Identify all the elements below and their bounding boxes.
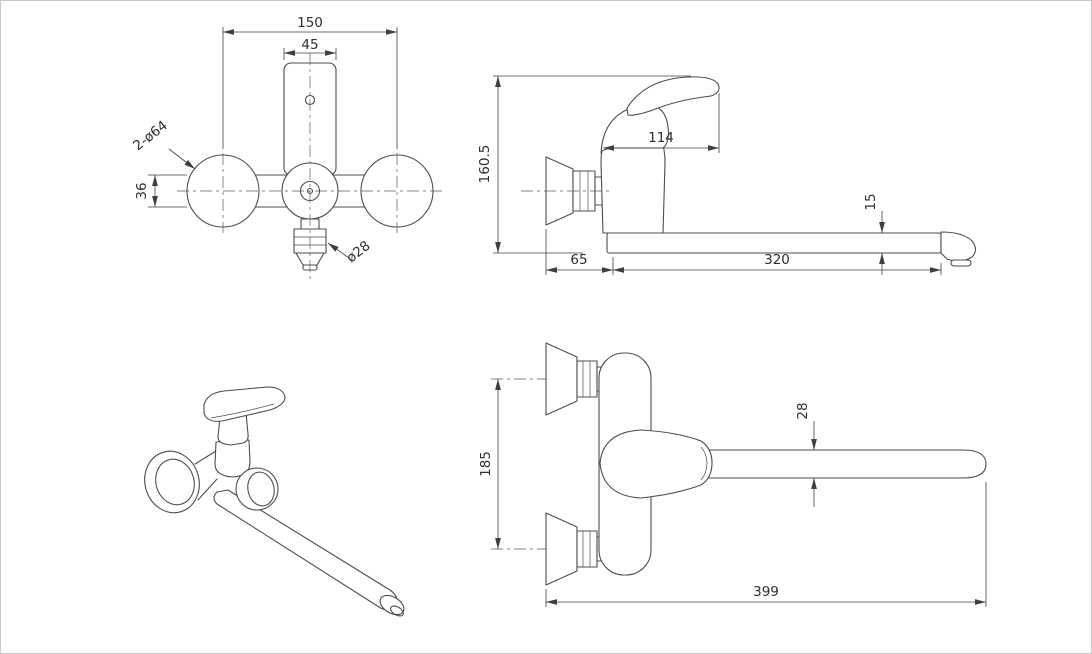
top-flange-upper — [545, 342, 578, 416]
isometric-view — [144, 386, 405, 617]
iso-diverter-inner — [247, 471, 275, 507]
leader-line — [327, 242, 350, 259]
side-nut-facets — [579, 171, 589, 211]
dim-label-320: 320 — [764, 252, 790, 268]
dim-label-15: 15 — [863, 193, 879, 210]
iso-body — [214, 439, 251, 478]
front-outlet-taper — [295, 252, 325, 266]
iso-spout-aerator — [390, 605, 404, 617]
top-spout — [650, 449, 987, 479]
dim-top-185: 185 — [478, 379, 501, 549]
side-spout-nozzle — [940, 231, 977, 262]
dim-top-28: 28 — [795, 402, 817, 507]
dim-label-185: 185 — [478, 451, 494, 477]
iso-spout — [213, 489, 398, 611]
iso-handle — [203, 386, 286, 422]
side-wall-flange — [545, 156, 574, 226]
top-handle — [599, 429, 713, 499]
dim-label-114: 114 — [648, 130, 674, 146]
iso-arm-line — [194, 450, 217, 465]
side-spout — [606, 232, 942, 254]
dim-label-150: 150 — [297, 15, 323, 31]
dim-side-320: 320 — [613, 252, 942, 275]
iso-arm-line — [197, 478, 218, 501]
dim-label-28: 28 — [795, 402, 811, 419]
iso-handle-edge — [210, 403, 275, 419]
top-nut-lower-facets — [582, 531, 591, 567]
callout-front-d28: ø28 — [327, 238, 374, 266]
dim-top-399: 399 — [545, 482, 987, 607]
dim-side-65: 65 — [545, 229, 614, 275]
dim-label-399: 399 — [753, 584, 779, 600]
front-centerlines — [177, 53, 445, 281]
front-view: 150 45 36 2-ø64 ø28 — [130, 15, 445, 281]
iso-neck — [217, 412, 249, 446]
leader-line — [168, 148, 196, 170]
dim-front-45: 45 — [283, 37, 337, 60]
dim-label-45: 45 — [301, 37, 318, 53]
dim-front-150: 150 — [222, 15, 398, 149]
top-nut-upper-facets — [582, 361, 591, 397]
side-handle-lever — [626, 76, 720, 116]
dim-front-36: 36 — [134, 174, 187, 208]
top-view: 185 28 399 — [478, 342, 987, 607]
dim-label-36: 36 — [134, 182, 150, 199]
iso-wall-flange-inner — [155, 458, 195, 506]
top-handle-edge — [700, 446, 708, 481]
side-spout-aerator — [950, 259, 972, 267]
top-flange-lower — [545, 512, 578, 586]
iso-wall-arm — [194, 450, 218, 501]
top-nut-lower — [576, 530, 598, 568]
dim-label-2xd64: 2-ø64 — [130, 118, 171, 155]
dim-side-160_5: 160.5 — [477, 75, 691, 254]
dim-side-114: 114 — [603, 93, 720, 153]
dim-label-65: 65 — [570, 252, 587, 268]
side-view: 160.5 114 15 65 320 — [477, 75, 977, 275]
dim-label-160_5: 160.5 — [477, 145, 493, 184]
callout-front-2xd64: 2-ø64 — [130, 118, 196, 170]
top-nut-upper — [576, 360, 598, 398]
dim-label-d28: ø28 — [344, 238, 374, 266]
